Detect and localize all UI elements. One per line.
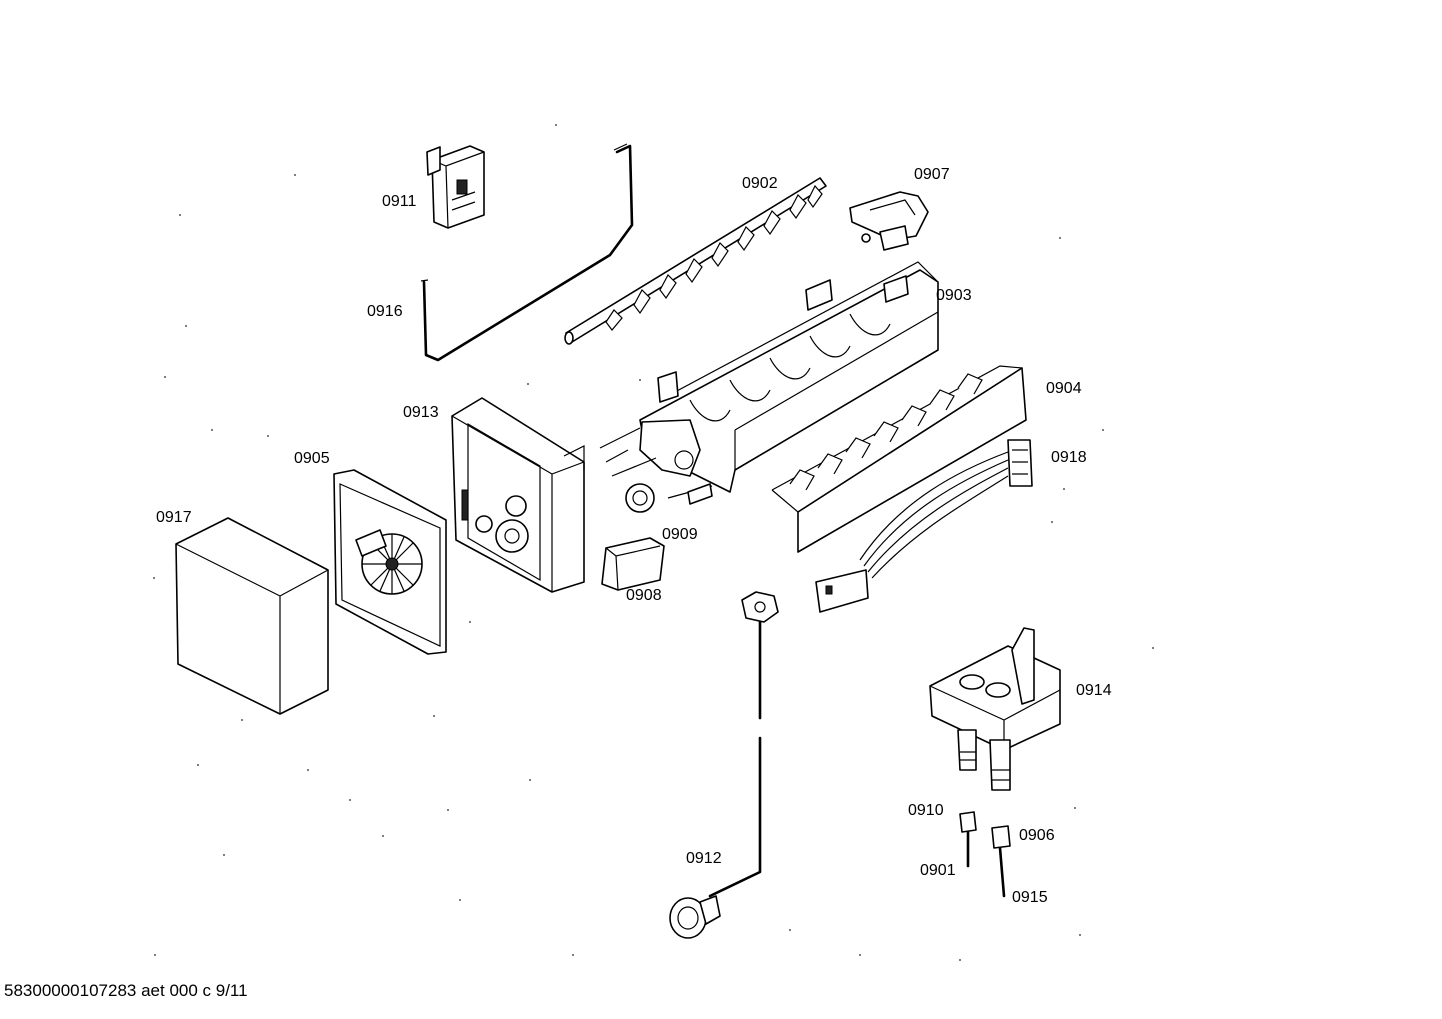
label-0917: 0917 [156, 509, 192, 526]
part-0911-clip [426, 145, 485, 229]
label-0918: 0918 [1051, 449, 1087, 466]
part-0906-fitting [991, 825, 1011, 898]
label-0903: 0903 [936, 287, 972, 304]
label-0904: 0904 [1046, 380, 1082, 397]
label-0913: 0913 [403, 404, 439, 421]
part-labels: 0911 0902 0907 0903 0916 0904 0913 0905 … [156, 166, 1112, 906]
part-0908-clip [601, 537, 665, 591]
document-reference: 58300000107283 aet 000 c 9/11 [4, 981, 248, 1000]
label-0907: 0907 [914, 166, 950, 183]
part-0913-housing [451, 397, 585, 593]
label-0912: 0912 [686, 850, 722, 867]
part-0918-wire-harness [815, 439, 1033, 613]
part-0904-stripper-plate [771, 365, 1027, 553]
part-0910-fitting [959, 811, 977, 868]
label-0901: 0901 [920, 862, 956, 879]
label-0905: 0905 [294, 450, 330, 467]
part-0909-gear-spring [599, 427, 713, 513]
label-0906: 0906 [1019, 827, 1055, 844]
part-0905-motor-plate [333, 469, 447, 655]
label-0908: 0908 [626, 587, 662, 604]
part-0902-ejector-shaft [564, 177, 827, 345]
label-0909: 0909 [662, 526, 698, 543]
part-0907-bracket [849, 191, 929, 251]
label-0911: 0911 [382, 193, 417, 210]
part-0903-ice-mold [639, 261, 939, 493]
label-0914: 0914 [1076, 682, 1112, 699]
part-0914-water-valve [929, 627, 1061, 791]
label-0902: 0902 [742, 175, 778, 192]
part-0912-fill-tube [669, 591, 779, 939]
label-0915: 0915 [1012, 889, 1048, 906]
part-0917-cover-box [175, 517, 329, 715]
label-0910: 0910 [908, 802, 944, 819]
label-0916: 0916 [367, 303, 403, 320]
part-0916-wire-rod [420, 143, 634, 362]
